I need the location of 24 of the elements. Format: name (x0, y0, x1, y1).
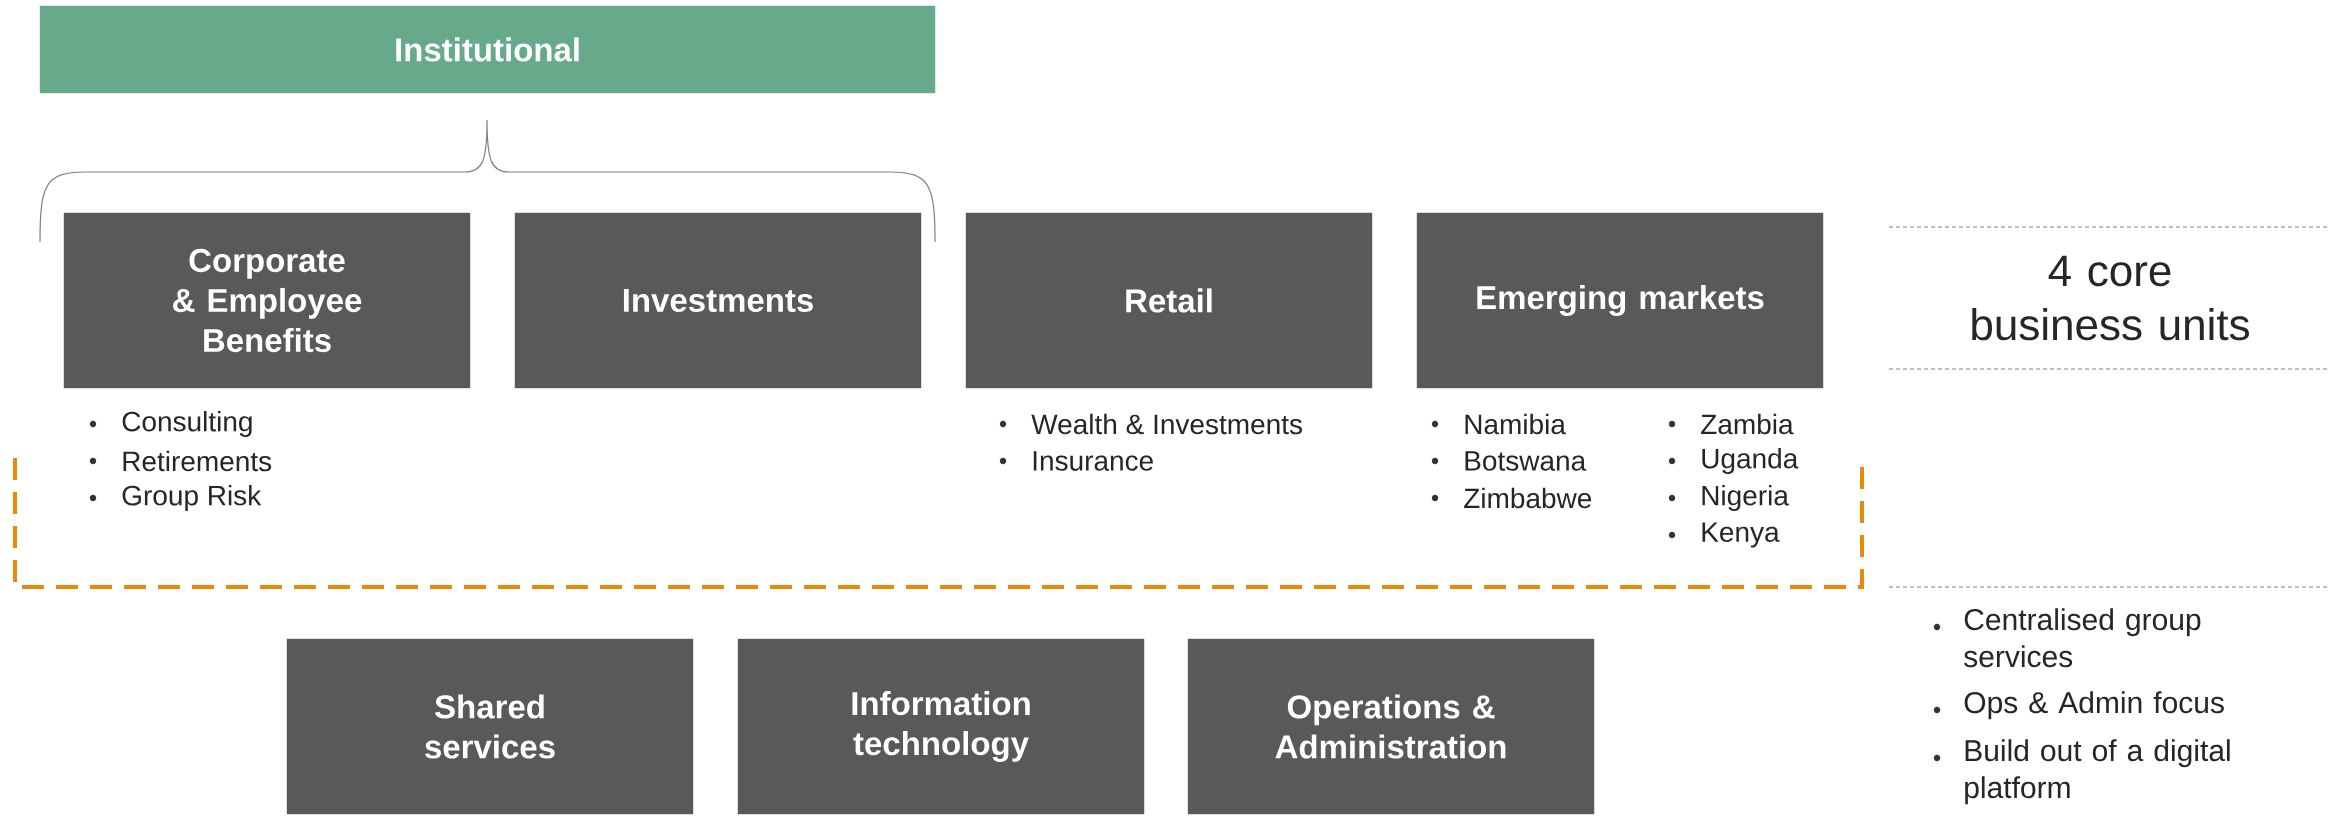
bullet-item: Uganda (1668, 447, 1799, 475)
heading-label: 4 core business units (1972, 255, 2249, 341)
bullet-item: Wealth & Investments (999, 413, 1302, 435)
bullet-item: Insurance (999, 451, 1153, 471)
bullet-item: Botswana (1431, 451, 1587, 471)
unit-box: Retail (965, 212, 1373, 389)
bullet-item: Zimbabwe (1431, 487, 1592, 509)
bullet-item: Ops & Admin focus (1933, 691, 2224, 720)
bullet-item: Retirements (89, 450, 272, 472)
unit-box: Institutional (39, 5, 936, 94)
bullet-item: Nigeria (1668, 484, 1789, 512)
bullet-item: Build out of a digital platform (1933, 739, 2230, 805)
unit-box: Operations & Administration (1187, 638, 1595, 815)
bullet-item: Consulting (89, 410, 252, 438)
unit-box: Shared services (286, 638, 694, 815)
unit-box: Corporate & Employee Benefits (63, 212, 471, 389)
bullet-item: Centralised group services (1933, 608, 2201, 668)
unit-box: Investments (514, 212, 922, 389)
unit-box: Information technology (737, 638, 1145, 815)
bullet-item: Zambia (1668, 413, 1794, 435)
bullet-item: Group Risk (89, 484, 262, 512)
unit-box: Emerging markets (1416, 212, 1824, 389)
bullet-item: Namibia (1431, 413, 1566, 435)
bullet-item: Kenya (1668, 522, 1780, 548)
